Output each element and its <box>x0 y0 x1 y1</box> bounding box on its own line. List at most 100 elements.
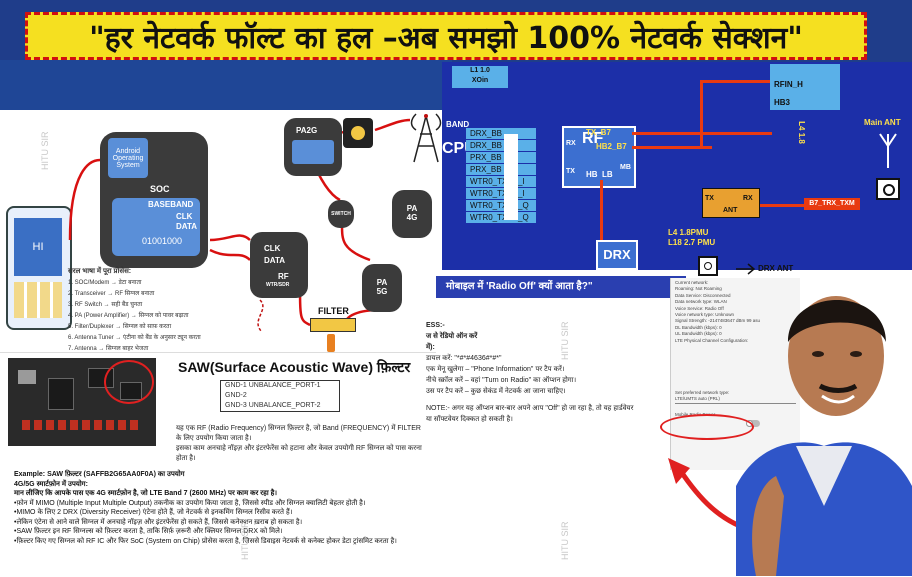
switch-chip: SWITCH <box>328 200 354 228</box>
radio-line-8: NOTE:- अगर यह ऑप्शन बार-बार अपने आप "Off… <box>426 405 634 412</box>
step-6: 6. Antenna Tuner → एंटीना को बैंड के अनु… <box>68 335 201 341</box>
sig-drx-2: DRX_BB <box>466 140 536 152</box>
watermark: HITU SIR <box>560 521 570 560</box>
top-signal-l1: L1 1.0 <box>470 67 490 74</box>
setting-row: Roaming: Not Roaming <box>675 286 722 292</box>
phone-keypad <box>14 282 62 318</box>
example-line-1: 4G/5G स्मार्टफ़ोन में उपयोग: <box>14 480 88 488</box>
left-header-band <box>0 60 452 110</box>
rf-transceiver-block: RF RX TX HB LB MB <box>562 126 636 188</box>
step-2: 2. Transceiver → RF सिग्नल बनाता <box>68 291 155 297</box>
connector-icon <box>343 118 373 148</box>
setting-row: Voice network type: Unknown <box>675 312 735 318</box>
watermark: HITU SIR <box>240 521 250 560</box>
saw-pcb-photo <box>8 358 156 446</box>
phone-illustration: HI <box>6 206 72 330</box>
saw-port-1: GND-1 UNBALANCE_PORT-1 <box>225 382 321 389</box>
setting-row: Set preferred network type: <box>675 390 730 396</box>
step-7: 7. Antenna → सिग्नल बाहर भेजता <box>68 346 149 352</box>
sig-tx-i-2: WTR0_TXBB_I <box>466 188 536 200</box>
transceiver-chip: CLK DATA RF WTR/SDR <box>250 232 308 298</box>
l4-18-label: L4 1.8 <box>796 121 806 144</box>
pa4g-chip: PA 4G <box>392 190 432 238</box>
steps-title: सरल भाषा में पूरा प्रोसेस: <box>68 268 132 275</box>
filter-label: FILTER <box>318 306 349 316</box>
saw-port-3: GND-3 UNBALANCE_PORT-2 <box>225 402 321 409</box>
setting-row: DL Bandwidth (kbps): 0 <box>675 324 722 330</box>
baseband-data: DATA <box>176 222 198 231</box>
preferred-network-select[interactable]: LTE/UMTS auto (PRL) <box>675 396 796 404</box>
example-line-4: •MIMO के लिए 2 DRX (Diversity Receiver) … <box>14 509 293 516</box>
saw-port-2: GND-2 <box>225 392 247 399</box>
pa2g-label: PA2G <box>296 126 318 135</box>
radio-line-3: में): <box>426 344 435 351</box>
baseband-label: BASEBAND <box>148 200 194 209</box>
drx-ant-label: DRX ANT <box>758 264 794 273</box>
baseband-bits: 01001000 <box>142 236 183 246</box>
main-antenna-icon <box>878 130 898 170</box>
sig-drx-1: DRX_BB <box>466 128 536 140</box>
rf-hb: HB <box>586 170 598 179</box>
transceiver-sub: WTR/SDR <box>266 282 290 288</box>
android-os-block: Android Operating System <box>108 138 148 178</box>
main-ant-label: Main ANT <box>864 118 901 127</box>
radio-off-instructions: ESS:- ज से रेडियो ऑन करें में): डायल करे… <box>426 320 686 425</box>
setting-row: Voice Service: Radio Off <box>675 305 724 311</box>
saw-title: SAW(Surface Acoustic Wave) फ़िल्टर <box>178 359 411 375</box>
step-1: 1. SOC/Modem → डेटा बनाता <box>68 280 142 286</box>
step-5: 5. Filter/Duplexer → सिग्नल को साफ़ करता <box>68 324 172 330</box>
example-line-5: •लेकिन एंटेना से आने वाले सिग्नल में अनच… <box>14 518 303 526</box>
saw-port-diagram: GND-1 UNBALANCE_PORT-1 GND-2 GND-3 UNBAL… <box>220 380 340 412</box>
top-signals-box: L1 1.0 XOin <box>452 66 508 88</box>
rf-label: RF <box>582 130 604 147</box>
baseband-clk: CLK <box>176 212 193 221</box>
drx-connector-icon <box>698 256 718 276</box>
drx-block: DRX <box>596 240 638 270</box>
tower-icon <box>408 108 444 164</box>
wire-top <box>700 80 770 83</box>
pa2g-chip: PA2G <box>284 118 342 176</box>
wire-hb2-b7 <box>632 146 712 149</box>
tx-b7-label: TX_B7 <box>586 128 611 137</box>
radio-line-6: नीचे स्क्रॉल करें – वहां "Turn on Radio"… <box>426 377 577 384</box>
b7-trx-label: B7_TRX_TXM <box>804 198 860 210</box>
ant-switch-block: TX RX ANT <box>702 188 760 218</box>
saw-example: Example: SAW फ़िल्टर (SAFFB2G65AA0F0A) क… <box>14 470 434 546</box>
example-title: Example: SAW फ़िल्टर (SAFFB2G65AA0F0A) क… <box>14 471 185 478</box>
setting-row: Current network: <box>675 280 709 285</box>
hb2-b7-label: HB2_B7 <box>596 142 627 151</box>
setting-row: LTE Physical Channel Configuration: <box>675 337 749 343</box>
phone-screen: HI <box>14 218 62 276</box>
radio-line-7: उस पर टैप करें – कुछ सेकंड में नेटवर्क आ… <box>426 388 566 395</box>
presenter-photo <box>736 296 912 576</box>
wire-to-drx <box>600 180 603 242</box>
setting-row: Data Service: Disconnected <box>675 292 731 298</box>
pa5g-chip: PA 5G <box>362 264 402 312</box>
example-line-2: मान लीजिए कि आपके पास एक 4G स्मार्टफ़ोन … <box>14 490 278 497</box>
ant-label: ANT <box>723 207 738 214</box>
transceiver-rf: RF <box>278 272 289 281</box>
saw-desc-2: इसका काम अनचाहे नॉइज़ और इंटरफेरेंस को ह… <box>176 445 422 462</box>
watermark: HITU SIR <box>40 131 50 170</box>
baseband-block: BASEBAND CLK DATA 01001000 <box>112 198 200 256</box>
pmu-1-label: L4 1.8PMU <box>668 228 709 237</box>
wire-b7-trx <box>760 204 808 207</box>
transceiver-clk: CLK <box>264 244 281 253</box>
drx-arrow-icon <box>736 262 756 275</box>
wire-vertical-1 <box>700 80 703 146</box>
rf-tx: TX <box>566 168 575 175</box>
setting-row: Data network type: WLAN <box>675 299 727 305</box>
filter-component <box>310 318 356 332</box>
example-line-3: •फ़ोन में MIMO (Multiple Input Multiple … <box>14 499 366 507</box>
radio-line-5: एक मेनू खुलेगा – "Phone Information" पर … <box>426 366 565 373</box>
watermark: HITU SIR <box>560 321 570 360</box>
signal-connector <box>504 134 518 220</box>
rf-rx: RX <box>566 140 576 147</box>
sig-tx-q-1: WTR0_TXBB_Q <box>466 200 536 212</box>
antenna-connector-icon <box>876 178 900 200</box>
example-line-7: •फ़िल्टर किए गए सिग्नल को RF IC और फिर S… <box>14 537 397 545</box>
step-4: 4. PA (Power Amplifier) → सिग्नल को पावर… <box>68 313 189 319</box>
pmu-2-label: L18 2.7 PMU <box>668 238 716 247</box>
hb3-label: HB3 <box>774 98 791 107</box>
setting-row: Signal Strength: -2147483647 dBm 99 asu <box>675 318 761 324</box>
